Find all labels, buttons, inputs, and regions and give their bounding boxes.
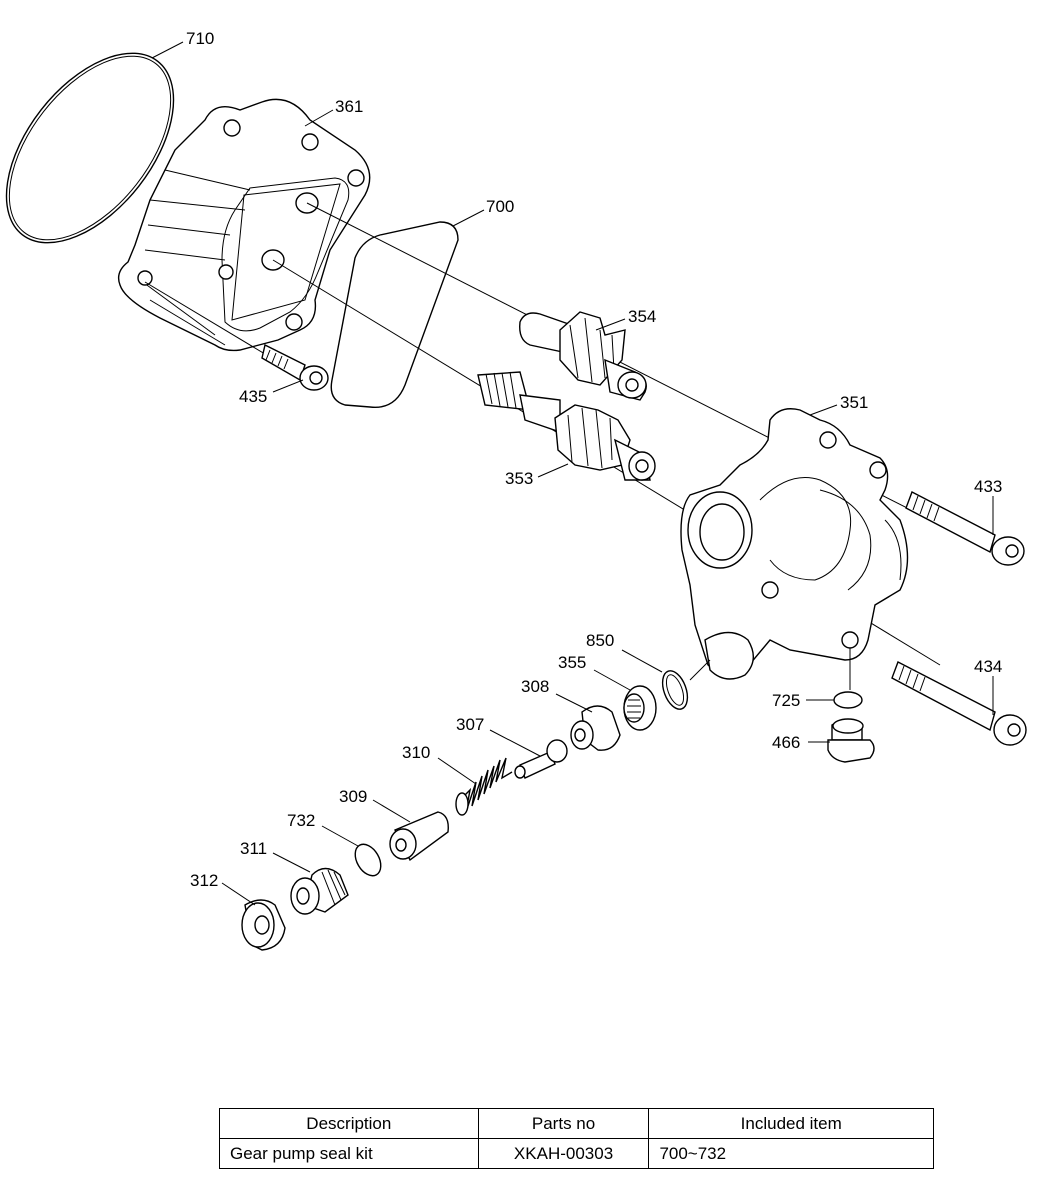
part-310-spring [455,757,513,816]
cell-description: Gear pump seal kit [219,1138,479,1169]
part-466-plug [827,718,875,763]
callout-351: 351 [840,393,868,412]
callout-725: 725 [772,691,800,710]
callout-466: 466 [772,733,800,752]
callout-labels: 710 361 700 354 435 351 353 433 850 355 … [186,29,1002,890]
exploded-parts-diagram: 710 361 700 354 435 351 353 433 850 355 … [5,29,1027,951]
part-354-gear-shaft [519,311,647,401]
callout-353: 353 [505,469,533,488]
callout-311: 311 [240,839,267,858]
callout-309: 309 [339,787,367,806]
part-435-bolt [261,343,329,391]
table-header-row: Description Parts no Included item [219,1108,934,1139]
callout-355: 355 [558,653,586,672]
part-434-bolt [891,661,1027,746]
part-312-nut [241,899,286,951]
part-725-o-ring [833,691,863,709]
callout-361: 361 [335,97,363,116]
cell-parts-no: XKAH-00303 [477,1138,650,1169]
callout-308: 308 [521,677,549,696]
callout-310: 310 [402,743,430,762]
callout-354: 354 [628,307,656,326]
header-description: Description [219,1108,479,1139]
callout-732: 732 [287,811,315,830]
callout-leader-lines [151,41,994,906]
part-700-gasket [330,221,459,409]
part-307-poppet [514,739,568,779]
part-361-cover [117,98,371,352]
part-308-seat [570,705,621,751]
callout-710: 710 [186,29,214,48]
callout-307: 307 [456,715,484,734]
callout-435: 435 [239,387,267,406]
part-732-o-ring [354,843,382,877]
part-311-plug [290,867,349,915]
callout-312: 312 [190,871,218,890]
part-355-filter [623,685,657,731]
part-850-snap-ring [661,659,711,710]
part-309-sleeve [389,811,449,862]
header-included-item: Included item [648,1108,934,1139]
seal-kit-table: Description Parts no Included item Gear … [219,1108,934,1169]
part-710-o-ring [5,52,175,244]
part-353-drive-gear-shaft [477,371,656,481]
callout-850: 850 [586,631,614,650]
callout-434: 434 [974,657,1002,676]
callout-700: 700 [486,197,514,216]
table-row: Gear pump seal kit XKAH-00303 700~732 [219,1138,934,1169]
part-433-bolt [905,491,1025,566]
cell-included-item: 700~732 [648,1138,934,1169]
callout-433: 433 [974,477,1002,496]
part-351-pump-body [680,408,909,690]
header-parts-no: Parts no [477,1108,650,1139]
